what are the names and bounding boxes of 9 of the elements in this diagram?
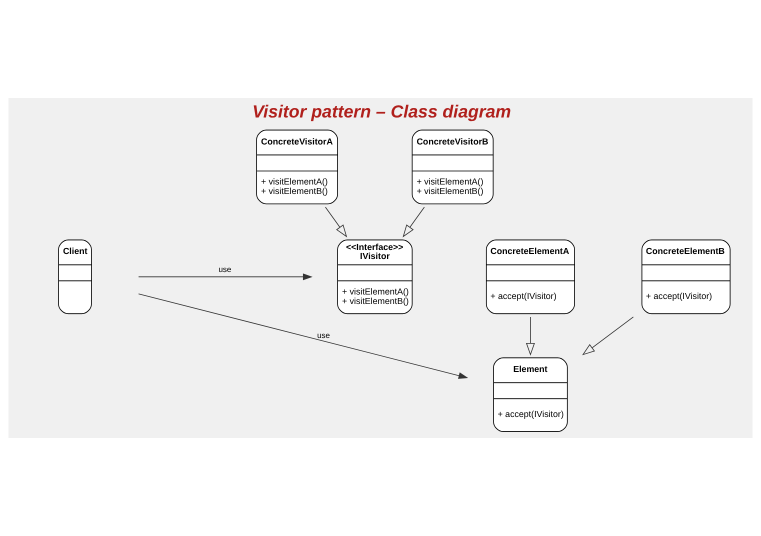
arrow [526,316,535,356]
edge-label: use [317,330,330,340]
arrow [402,206,425,238]
arrow [138,273,313,280]
diagram-title: Visitor pattern – Class diagram [252,102,512,122]
arrow [582,316,634,356]
edge-label: use [218,265,232,274]
arrow [138,293,468,379]
arrow [325,206,348,238]
